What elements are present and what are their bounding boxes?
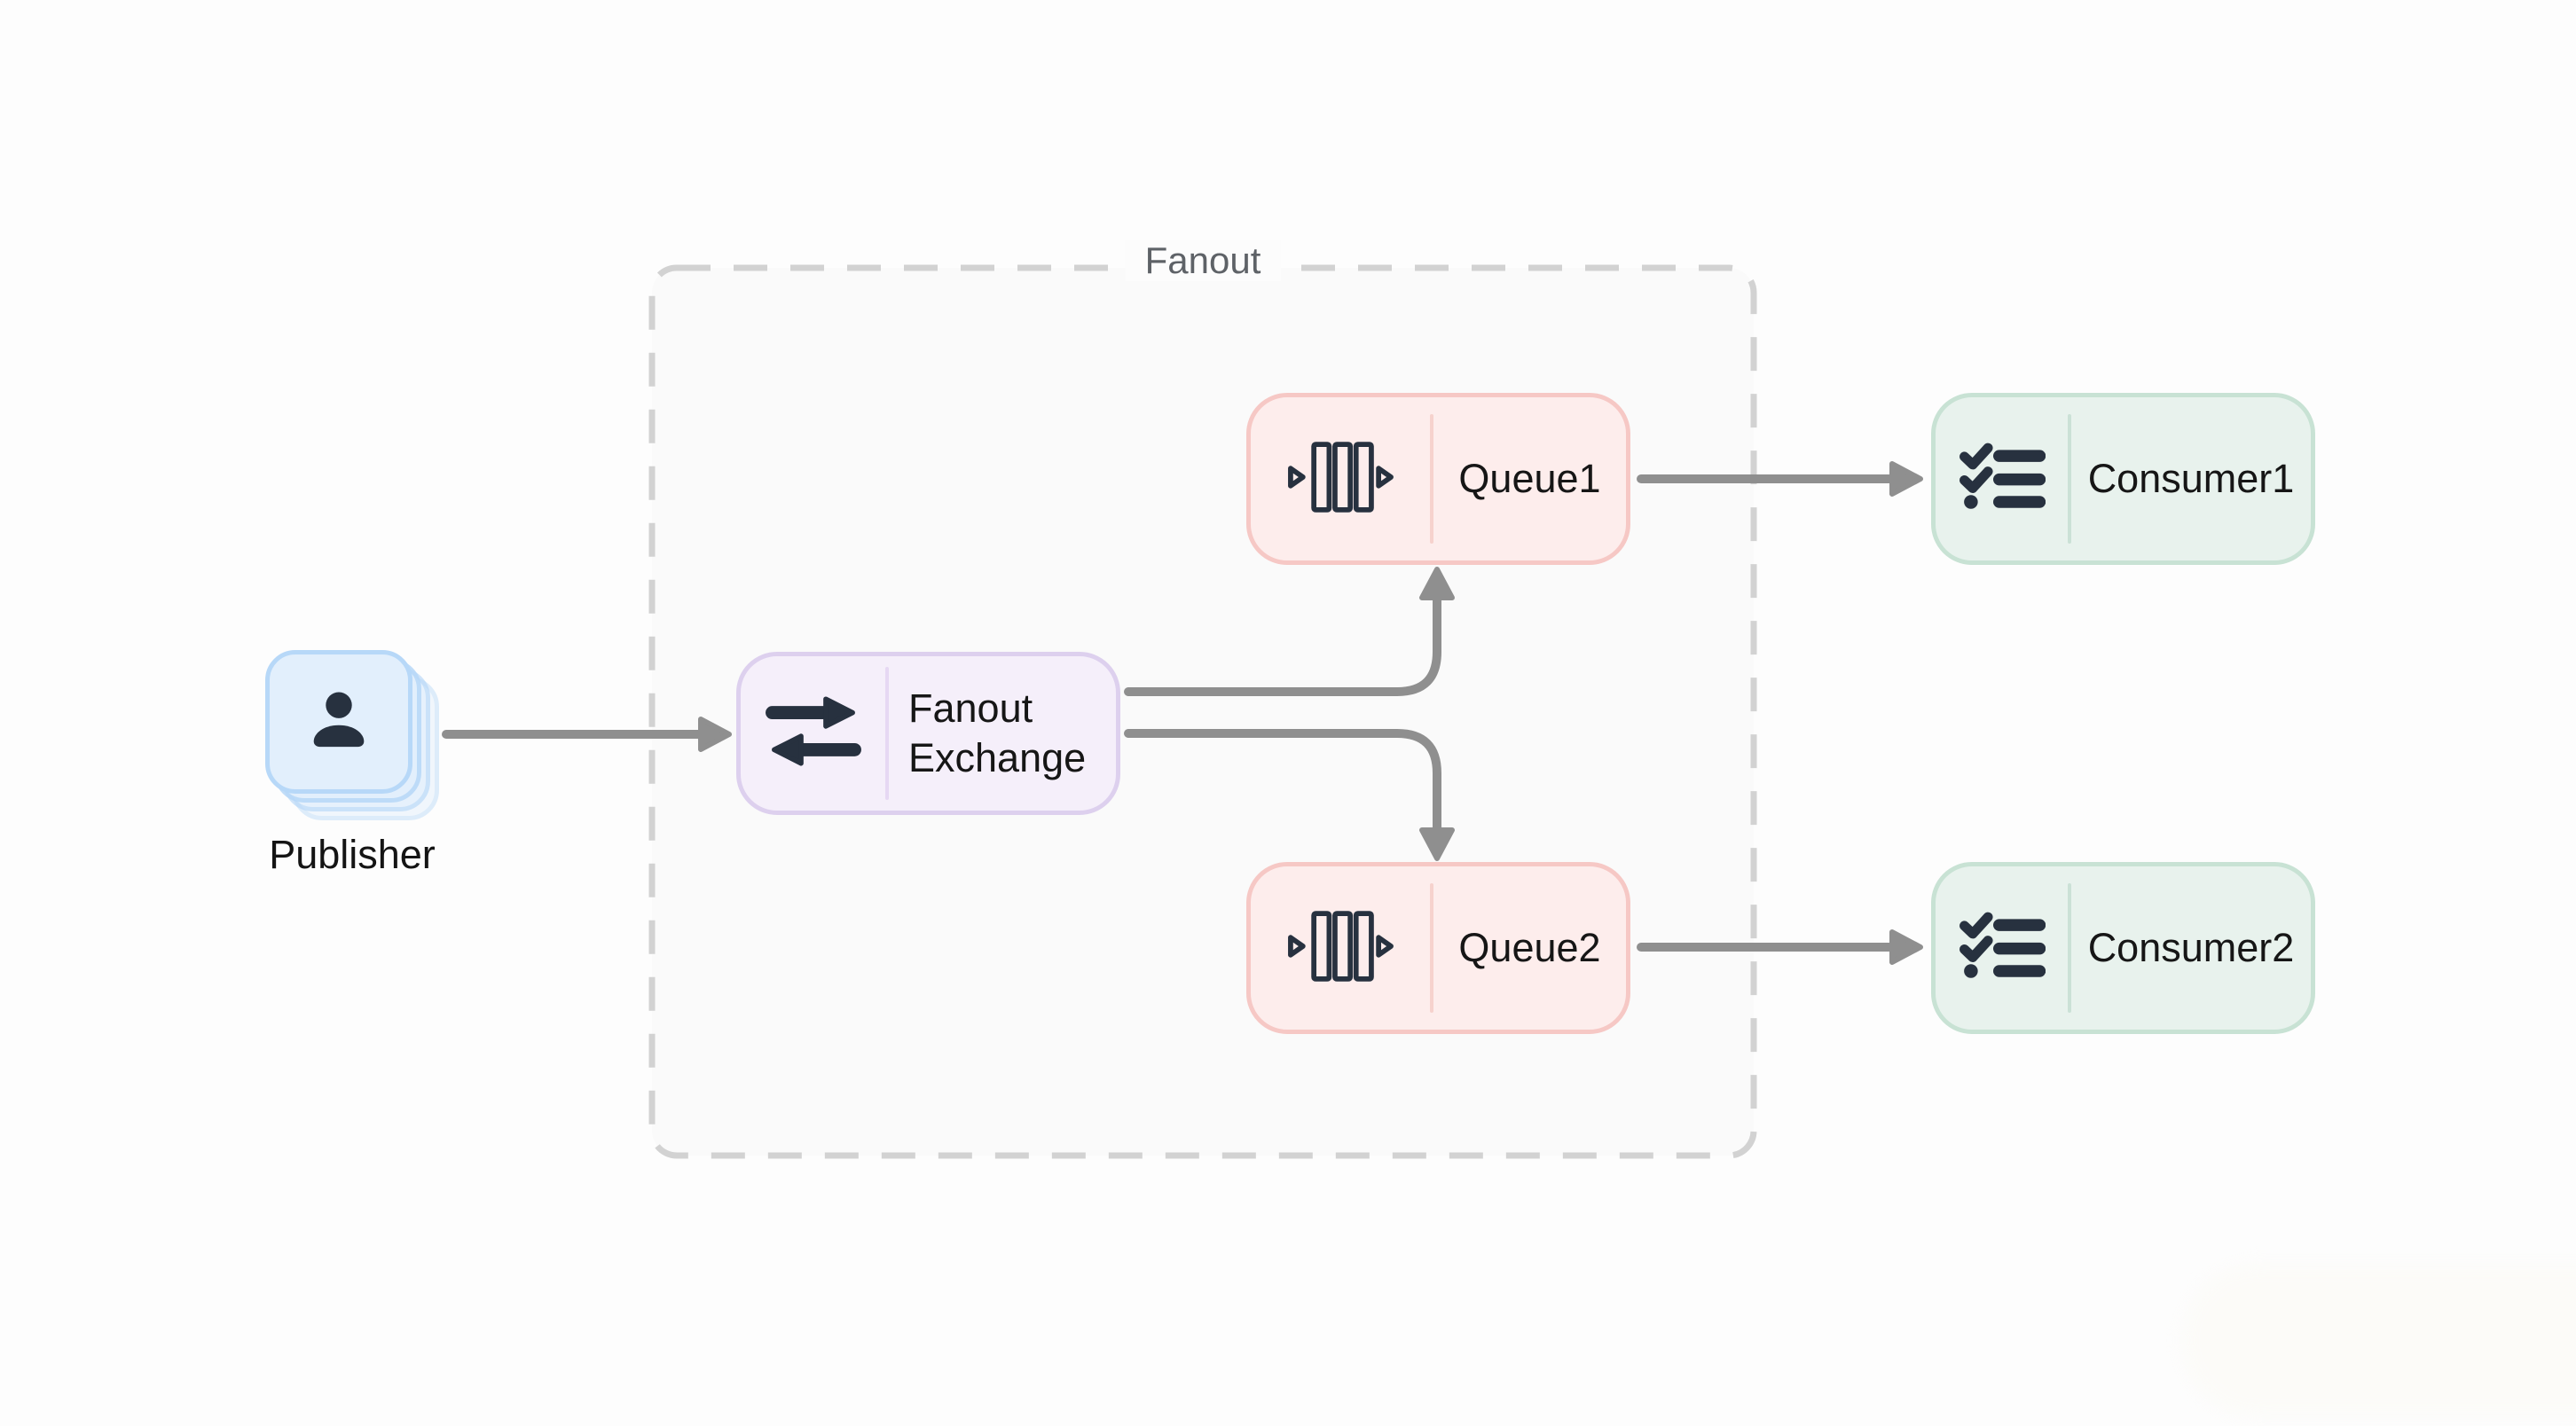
edge-exchange-queue2-arrowhead bbox=[1419, 827, 1455, 861]
node-queue1[interactable]: Queue1 bbox=[1246, 393, 1630, 565]
queue-icon-zone bbox=[1251, 866, 1430, 1030]
node-consumer1[interactable]: Consumer1 bbox=[1931, 393, 2315, 565]
node-consumer2[interactable]: Consumer2 bbox=[1931, 862, 2315, 1034]
edge-exchange-queue1-arrowhead bbox=[1419, 567, 1455, 600]
queue-icon bbox=[1286, 910, 1395, 987]
exchange-icon-zone bbox=[741, 656, 885, 811]
person-icon bbox=[301, 682, 377, 763]
publisher-label: Publisher bbox=[269, 832, 436, 877]
swap-arrows-icon bbox=[764, 690, 863, 777]
node-fanout-exchange[interactable]: Fanout Exchange bbox=[736, 652, 1120, 815]
consumer2-label: Consumer2 bbox=[2087, 925, 2295, 970]
node-divider bbox=[2068, 883, 2071, 1013]
edge-queue1-consumer1-arrowhead bbox=[1889, 461, 1923, 497]
checklist-icon bbox=[1959, 442, 2046, 517]
publisher-card bbox=[265, 650, 412, 794]
queue2-label: Queue2 bbox=[1458, 925, 1601, 970]
consumer-icon-zone bbox=[1936, 397, 2068, 560]
node-queue2[interactable]: Queue2 bbox=[1246, 862, 1630, 1034]
edge-publisher-exchange-arrowhead bbox=[698, 717, 732, 752]
node-divider bbox=[2068, 414, 2071, 544]
edge-exchange-queue1 bbox=[1124, 595, 1441, 696]
fanout-group-label: Fanout bbox=[1125, 240, 1281, 281]
queue-icon bbox=[1286, 441, 1395, 518]
node-publisher[interactable]: Publisher bbox=[265, 650, 439, 881]
queue-icon-zone bbox=[1251, 397, 1430, 560]
exchange-label: Fanout Exchange bbox=[908, 686, 1087, 780]
queue1-label: Queue1 bbox=[1458, 456, 1601, 501]
edge-queue2-consumer2-arrowhead bbox=[1889, 929, 1923, 965]
edge-exchange-queue2 bbox=[1124, 729, 1441, 833]
consumer1-label: Consumer1 bbox=[2087, 456, 2295, 501]
checklist-icon bbox=[1959, 911, 2046, 986]
consumer-icon-zone bbox=[1936, 866, 2068, 1030]
watermark-smudge bbox=[2180, 1263, 2576, 1418]
